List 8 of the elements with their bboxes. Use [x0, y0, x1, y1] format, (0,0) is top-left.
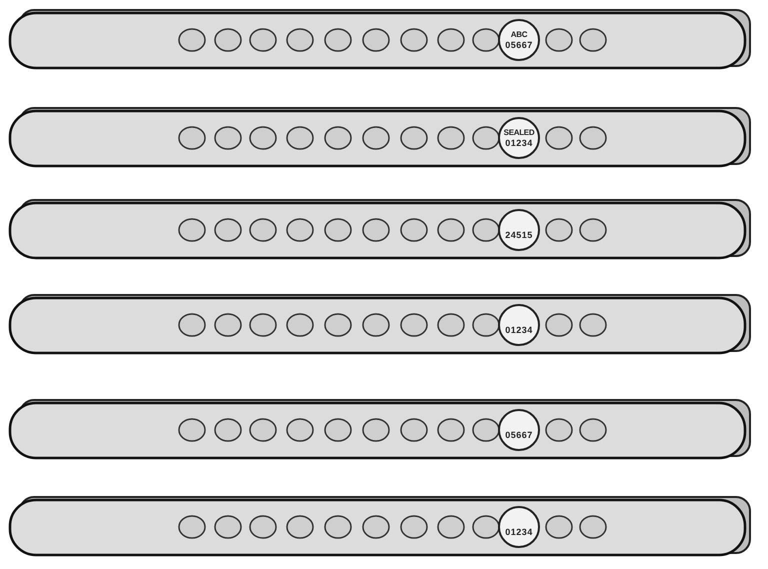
serial-number: 01234	[505, 528, 533, 537]
serial-number: 01234	[505, 138, 533, 148]
serial-number: 24515	[505, 231, 533, 240]
serial-number: 05667	[505, 431, 533, 440]
seal-code: ABC	[510, 30, 528, 38]
seal-code: SEALED	[504, 128, 534, 136]
serial-number: 05667	[505, 40, 533, 50]
serial-number: 01234	[505, 326, 533, 335]
